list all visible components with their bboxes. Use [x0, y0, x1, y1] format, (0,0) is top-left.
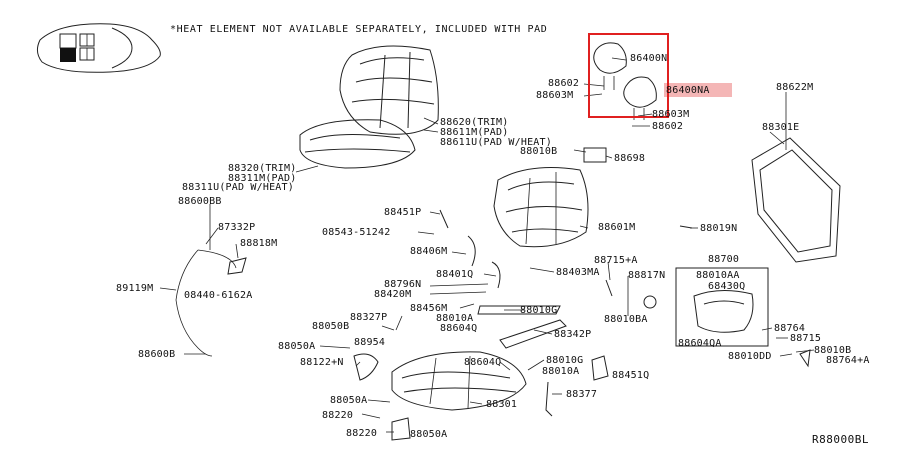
highlight-tag-86400NA — [664, 83, 732, 97]
small-parts-drawing — [227, 147, 811, 441]
part-label-88122N[interactable]: 88122+N — [300, 357, 344, 368]
part-label-88010AA[interactable]: 88010AA — [696, 270, 740, 281]
heat-element-note: *HEAT ELEMENT NOT AVAILABLE SEPARATELY, … — [170, 24, 548, 35]
part-label-88600BB[interactable]: 88600BB — [178, 196, 222, 207]
part-label-08543-51242[interactable]: 08543-51242 — [322, 227, 391, 238]
part-label-88403MA[interactable]: 88403MA — [556, 267, 600, 278]
part-label-88010B-right[interactable]: 88010B — [814, 345, 852, 356]
part-label-68430Q[interactable]: 68430Q — [708, 281, 746, 292]
part-label-88050A-bottom[interactable]: 88050A — [410, 429, 448, 440]
part-label-88311U[interactable]: 88311U(PAD W/HEAT) — [182, 182, 294, 193]
part-label-88700[interactable]: 88700 — [708, 254, 740, 265]
seat-cushion-trim-drawing — [299, 119, 416, 169]
part-label-88456M[interactable]: 88456M — [410, 303, 448, 314]
part-label-88010BA[interactable]: 88010BA — [604, 314, 648, 325]
part-label-88602-lower[interactable]: 88602 — [652, 121, 684, 132]
part-label-88715A[interactable]: 88715+A — [594, 255, 638, 266]
part-label-88451Q[interactable]: 88451Q — [612, 370, 650, 381]
part-label-88818M[interactable]: 88818M — [240, 238, 278, 249]
part-label-87332P[interactable]: 87332P — [218, 222, 256, 233]
part-label-88377[interactable]: 88377 — [566, 389, 598, 400]
part-label-88764A[interactable]: 88764+A — [826, 355, 870, 366]
part-label-88327P[interactable]: 88327P — [350, 312, 388, 323]
part-label-88010B-top[interactable]: 88010B — [520, 146, 558, 157]
part-label-86400N[interactable]: 86400N — [630, 53, 668, 64]
diagram-reference-code: R88000BL — [812, 433, 869, 446]
part-label-88010G-upper[interactable]: 88010G — [520, 305, 558, 316]
part-label-88010A-upper[interactable]: 88010A — [436, 313, 474, 324]
part-label-88604QA[interactable]: 88604QA — [678, 338, 722, 349]
part-label-88220-upper[interactable]: 88220 — [322, 410, 354, 421]
part-label-88010A-lower[interactable]: 88010A — [542, 366, 580, 377]
part-label-86400NA[interactable]: 86400NA — [666, 85, 710, 96]
part-label-88796N[interactable]: 88796N — [384, 279, 422, 290]
part-label-88320[interactable]: 88320(TRIM) — [228, 163, 297, 174]
part-label-88010G-lower[interactable]: 88010G — [546, 355, 584, 366]
headrest-86400NA-drawing — [623, 76, 657, 120]
part-label-88954[interactable]: 88954 — [354, 337, 386, 348]
part-label-88050B[interactable]: 88050B — [312, 321, 350, 332]
harness-cable-drawing — [175, 249, 237, 357]
part-label-88611M[interactable]: 88611M(PAD) — [440, 127, 509, 138]
highlight-box-headrests — [588, 33, 669, 118]
part-label-88698[interactable]: 88698 — [614, 153, 646, 164]
part-label-88603M-upper[interactable]: 88603M — [536, 90, 574, 101]
part-label-88622M[interactable]: 88622M — [776, 82, 814, 93]
part-label-88715[interactable]: 88715 — [790, 333, 822, 344]
part-label-88311M[interactable]: 88311M(PAD) — [228, 173, 297, 184]
part-label-88420M[interactable]: 88420M — [374, 289, 412, 300]
console-assembly-drawing — [675, 267, 769, 347]
car-location-icon — [36, 23, 161, 73]
part-label-88406M[interactable]: 88406M — [410, 246, 448, 257]
part-label-88342P[interactable]: 88342P — [554, 329, 592, 340]
part-label-88611U[interactable]: 88611U(PAD W/HEAT) — [440, 137, 552, 148]
part-label-89119M[interactable]: 89119M — [116, 283, 154, 294]
part-label-88301E[interactable]: 88301E — [762, 122, 800, 133]
part-label-88600B[interactable]: 88600B — [138, 349, 176, 360]
seat-back-frame-drawing — [493, 167, 589, 248]
part-label-88604Q-upper[interactable]: 88604Q — [440, 323, 478, 334]
part-label-88401Q[interactable]: 88401Q — [436, 269, 474, 280]
part-label-88603M-lower[interactable]: 88603M — [652, 109, 690, 120]
part-label-88604Q-lower[interactable]: 88604Q — [464, 357, 502, 368]
part-label-88620[interactable]: 88620(TRIM) — [440, 117, 509, 128]
back-board-drawing — [751, 137, 841, 263]
leader-lines — [159, 57, 815, 433]
part-label-88764[interactable]: 88764 — [774, 323, 806, 334]
seat-back-trim-drawing — [339, 45, 439, 135]
part-label-88050A-left[interactable]: 88050A — [278, 341, 316, 352]
part-label-08440-6162A[interactable]: 08440-6162A — [184, 290, 253, 301]
part-label-88601M[interactable]: 88601M — [598, 222, 636, 233]
part-label-88817N[interactable]: 88817N — [628, 270, 666, 281]
part-label-88451P[interactable]: 88451P — [384, 207, 422, 218]
part-label-88019N[interactable]: 88019N — [700, 223, 738, 234]
seat-rail-drawing — [477, 305, 567, 349]
part-label-88220-lower[interactable]: 88220 — [346, 428, 378, 439]
part-label-88050A-mid[interactable]: 88050A — [330, 395, 368, 406]
part-label-88602-upper[interactable]: 88602 — [548, 78, 580, 89]
part-label-88010DD[interactable]: 88010DD — [728, 351, 772, 362]
headrest-86400N-drawing — [593, 42, 627, 90]
seat-cushion-frame-drawing — [391, 351, 527, 411]
part-label-88301[interactable]: 88301 — [486, 399, 518, 410]
